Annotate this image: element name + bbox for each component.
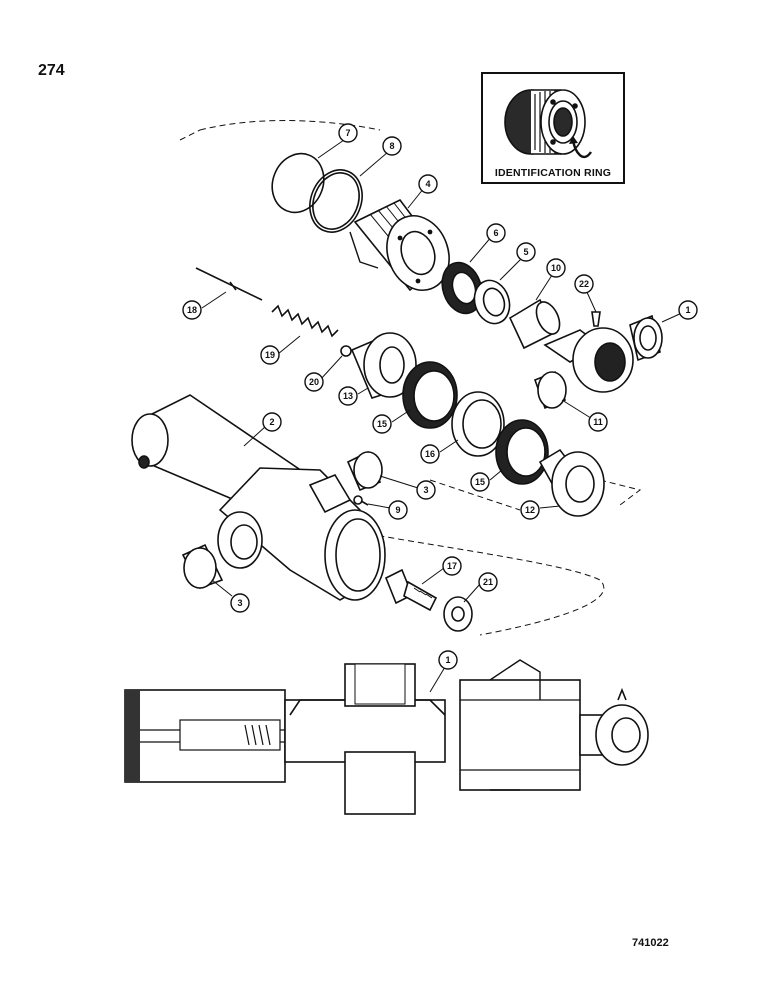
callout-leaders: [201, 139, 685, 693]
callout-3-lower: 3: [230, 593, 250, 613]
svg-text:4: 4: [425, 179, 430, 189]
identification-ring-inset: IDENTIFICATION RING: [481, 72, 625, 184]
svg-text:17: 17: [447, 561, 457, 571]
piston-seal-a: [402, 361, 458, 429]
callout-7: 8: [382, 136, 402, 156]
wiper-seal: [473, 279, 511, 325]
assembly-dashed-line: [199, 120, 381, 131]
identification-ring-illustration: [504, 89, 592, 159]
check-valve-pin: [195, 267, 263, 301]
svg-text:15: 15: [475, 477, 485, 487]
piston-rear: [538, 448, 605, 517]
assembly-dashed-line: [299, 519, 605, 636]
callout-2: 2: [262, 412, 282, 432]
backup-ring: [309, 169, 363, 233]
callout-15-lower: 15: [470, 472, 490, 492]
callout-8: 7: [338, 123, 358, 143]
rod-seal: [441, 261, 483, 315]
callout-3-upper: 3: [416, 480, 436, 500]
set-screw: [353, 495, 369, 506]
svg-text:1: 1: [685, 305, 690, 315]
spring: [271, 304, 339, 338]
grease-fitting: [591, 311, 601, 327]
svg-text:22: 22: [579, 279, 589, 289]
cylinder-assembly-section: [124, 659, 649, 815]
callout-1-assembly: 1: [438, 650, 458, 670]
svg-text:18: 18: [187, 305, 197, 315]
washer: [443, 596, 473, 632]
svg-text:12: 12: [525, 505, 535, 515]
svg-text:1: 1: [445, 655, 450, 665]
tube-bushing-lower: [181, 543, 224, 589]
bolt: [384, 568, 438, 612]
svg-text:9: 9: [395, 505, 400, 515]
rod-end-bushing: [533, 370, 567, 410]
cylinder-tube: [131, 394, 386, 601]
page-number: 274: [38, 62, 65, 79]
svg-text:5: 5: [523, 247, 528, 257]
svg-text:3: 3: [237, 598, 242, 608]
callout-12: 12: [520, 500, 540, 520]
svg-text:3: 3: [423, 485, 428, 495]
callout-13: 13: [338, 386, 358, 406]
svg-text:10: 10: [551, 263, 561, 273]
o-ring: [271, 152, 325, 214]
rod-eye: [543, 327, 634, 393]
callout-10: 10: [546, 258, 566, 278]
catalog-number: 741022: [632, 937, 669, 949]
callout-21: 21: [478, 572, 498, 592]
piston-seal-b: [495, 419, 549, 485]
svg-text:21: 21: [483, 577, 493, 587]
identification-ring-caption: IDENTIFICATION RING: [494, 167, 612, 179]
svg-text:16: 16: [425, 449, 435, 459]
callout-5: 5: [516, 242, 536, 262]
rod-guide: [508, 298, 561, 350]
piston-front: [350, 332, 417, 399]
rod-bushing: [629, 314, 663, 362]
cylinder-head: [349, 198, 450, 292]
svg-text:8: 8: [389, 141, 394, 151]
svg-text:20: 20: [309, 377, 319, 387]
callout-16: 16: [420, 444, 440, 464]
svg-text:13: 13: [343, 391, 353, 401]
assembly-dashed-line: [429, 479, 521, 511]
assembly-dashed-line: [599, 479, 642, 506]
svg-text:15: 15: [377, 419, 387, 429]
ball: [340, 345, 352, 357]
callout-6: 6: [486, 223, 506, 243]
callout-17: 18: [182, 300, 202, 320]
svg-text:19: 19: [265, 350, 275, 360]
callout-20: 17: [442, 556, 462, 576]
tube-bushing-upper: [346, 450, 383, 492]
callout-15-upper: 15: [372, 414, 392, 434]
wear-ring: [451, 391, 505, 457]
svg-text:2: 2: [269, 417, 274, 427]
callout-18: 19: [260, 345, 280, 365]
callout-22: 22: [574, 274, 594, 294]
callout-11: 11: [588, 412, 608, 432]
callout-4: 4: [418, 174, 438, 194]
svg-text:11: 11: [593, 417, 603, 427]
svg-text:7: 7: [345, 128, 350, 138]
assembly-dashed-line: [179, 129, 201, 141]
callout-1-rod-bushing: 1: [678, 300, 698, 320]
svg-text:6: 6: [493, 228, 498, 238]
callout-19: 20: [304, 372, 324, 392]
callout-9: 9: [388, 500, 408, 520]
